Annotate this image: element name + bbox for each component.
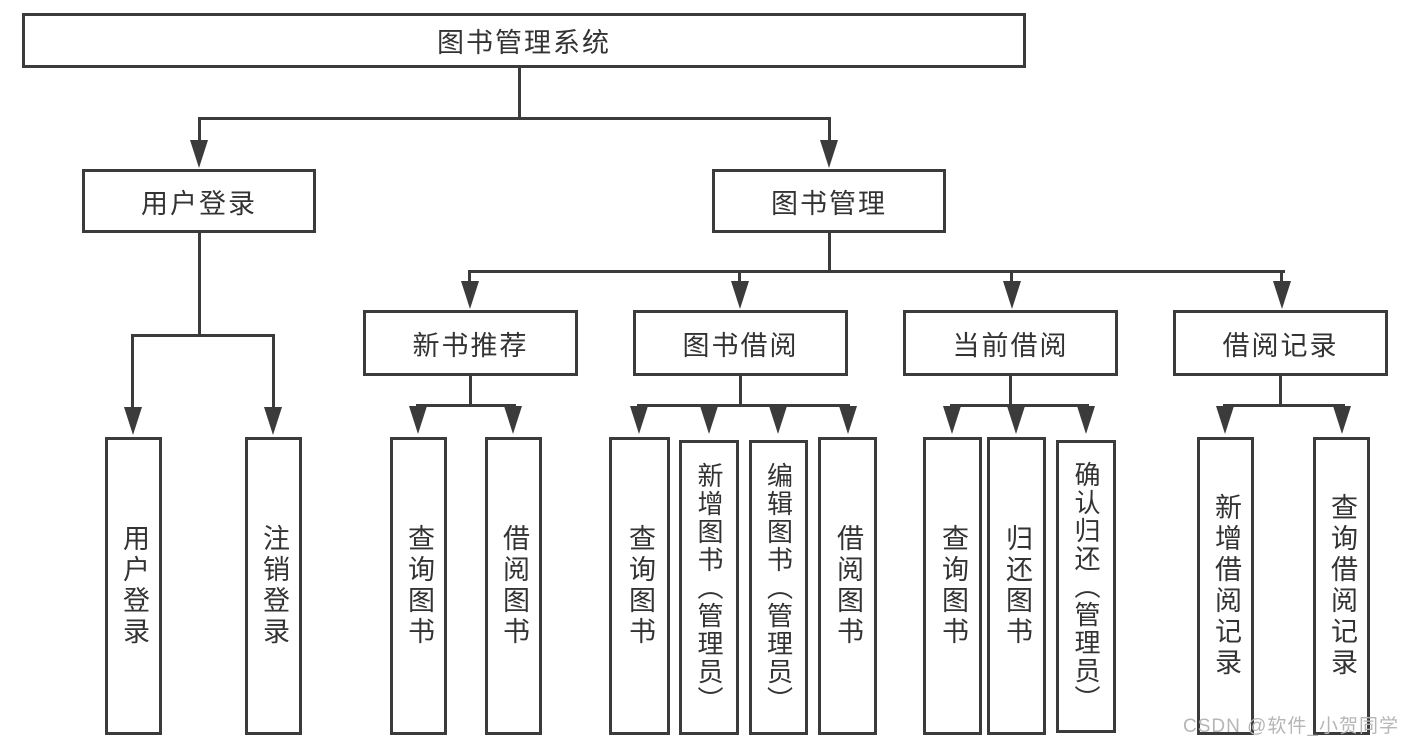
arrow-down-icon	[839, 406, 857, 434]
node-leaf-bb-query: 查询图书	[609, 437, 670, 735]
arrow-down-icon	[820, 140, 838, 168]
node-leaf-nb-query-label: 查询图书	[404, 524, 434, 648]
node-leaf-bb-add-label: 新增图书（管理员）	[694, 461, 724, 714]
connector-drop-borrowrecord	[1280, 270, 1283, 284]
node-leaf-cb-query-label: 查询图书	[938, 524, 968, 648]
node-leaf-nb-borrow: 借阅图书	[485, 437, 542, 735]
node-leaf-cb-confirm-label: 确认归还（管理员）	[1071, 460, 1101, 713]
node-leaf-br-add: 新增借阅记录	[1197, 437, 1254, 735]
node-root: 图书管理系统	[22, 13, 1026, 68]
arrow-down-icon	[124, 407, 142, 435]
node-leaf-user-login: 用户登录	[105, 437, 162, 735]
connector-bookborrow-stem	[739, 374, 742, 407]
arrow-down-icon	[1003, 281, 1021, 309]
node-user-login: 用户登录	[82, 169, 316, 233]
node-book-borrow-label: 图书借阅	[682, 330, 799, 361]
arrow-down-icon	[700, 406, 718, 434]
node-leaf-cb-return: 归还图书	[987, 437, 1046, 735]
node-new-book-rec: 新书推荐	[363, 310, 578, 376]
arrow-down-icon	[731, 281, 749, 309]
connector-drop-currentborrow	[1010, 270, 1013, 284]
node-leaf-bb-add: 新增图书（管理员）	[679, 440, 739, 735]
node-leaf-user-login-label: 用户登录	[119, 524, 149, 648]
arrow-down-icon	[409, 406, 427, 434]
node-leaf-bb-edit-label: 编辑图书（管理员）	[763, 461, 794, 714]
connector-drop-bookborrow	[738, 270, 741, 284]
connector-borrowrecord-stem	[1279, 374, 1282, 407]
connector-user-stem	[198, 232, 201, 336]
arrow-down-icon	[1007, 406, 1025, 434]
node-leaf-bb-borrow-label: 借阅图书	[833, 524, 863, 648]
node-book-mgmt-label: 图书管理	[771, 188, 887, 219]
connector-user-left-stem	[131, 334, 134, 410]
arrow-down-icon	[1333, 406, 1351, 434]
connector-root-stem	[518, 68, 521, 118]
node-current-borrow-label: 当前借阅	[952, 330, 1069, 361]
arrow-down-icon	[1216, 406, 1234, 434]
connector-book-stem	[828, 232, 831, 272]
arrow-down-icon	[1273, 281, 1291, 309]
node-root-label: 图书管理系统	[437, 28, 611, 58]
arrow-down-icon	[504, 406, 522, 434]
connector-level3-branch	[468, 270, 1285, 273]
connector-newbooks-branch	[416, 404, 516, 407]
node-leaf-logout-label: 注销登录	[259, 524, 289, 648]
node-leaf-cb-confirm: 确认归还（管理员）	[1056, 440, 1116, 733]
node-leaf-bb-query-label: 查询图书	[625, 524, 655, 648]
connector-currentborrow-branch	[950, 404, 1089, 407]
arrow-down-icon	[264, 407, 282, 435]
connector-user-branch	[131, 334, 275, 337]
node-book-mgmt: 图书管理	[712, 169, 946, 233]
connector-drop-newbooks	[468, 270, 471, 284]
node-leaf-br-query: 查询借阅记录	[1313, 437, 1370, 735]
node-leaf-bb-borrow: 借阅图书	[818, 437, 877, 735]
arrow-down-icon	[769, 406, 787, 434]
node-leaf-cb-query: 查询图书	[923, 437, 982, 735]
arrow-down-icon	[461, 281, 479, 309]
arrow-down-icon	[1077, 406, 1095, 434]
node-leaf-bb-edit: 编辑图书（管理员）	[749, 440, 808, 735]
node-leaf-cb-return-label: 归还图书	[1002, 524, 1032, 648]
connector-newbooks-stem	[469, 374, 472, 407]
node-current-borrow: 当前借阅	[903, 310, 1118, 376]
node-leaf-nb-borrow-label: 借阅图书	[499, 524, 529, 648]
node-borrow-record-label: 借阅记录	[1222, 330, 1339, 361]
arrow-down-icon	[943, 406, 961, 434]
connector-drop-user	[198, 117, 201, 143]
node-leaf-nb-query: 查询图书	[390, 437, 447, 735]
node-leaf-br-query-label: 查询借阅记录	[1327, 493, 1357, 679]
node-leaf-br-add-label: 新增借阅记录	[1211, 493, 1241, 679]
connector-bookborrow-branch	[637, 404, 850, 407]
node-new-book-rec-label: 新书推荐	[412, 330, 529, 361]
watermark: CSDN @软件_小贺同学	[1183, 716, 1399, 737]
arrow-down-icon	[630, 406, 648, 434]
connector-currentborrow-stem	[1009, 374, 1012, 407]
node-book-borrow: 图书借阅	[633, 310, 848, 376]
connector-borrowrecord-branch	[1223, 404, 1345, 407]
node-leaf-logout: 注销登录	[245, 437, 302, 735]
node-borrow-record: 借阅记录	[1173, 310, 1388, 376]
arrow-down-icon	[190, 140, 208, 168]
connector-user-right-stem	[272, 334, 275, 410]
connector-main-branch	[198, 117, 831, 120]
node-user-login-label: 用户登录	[141, 188, 257, 219]
connector-drop-book	[828, 117, 831, 143]
